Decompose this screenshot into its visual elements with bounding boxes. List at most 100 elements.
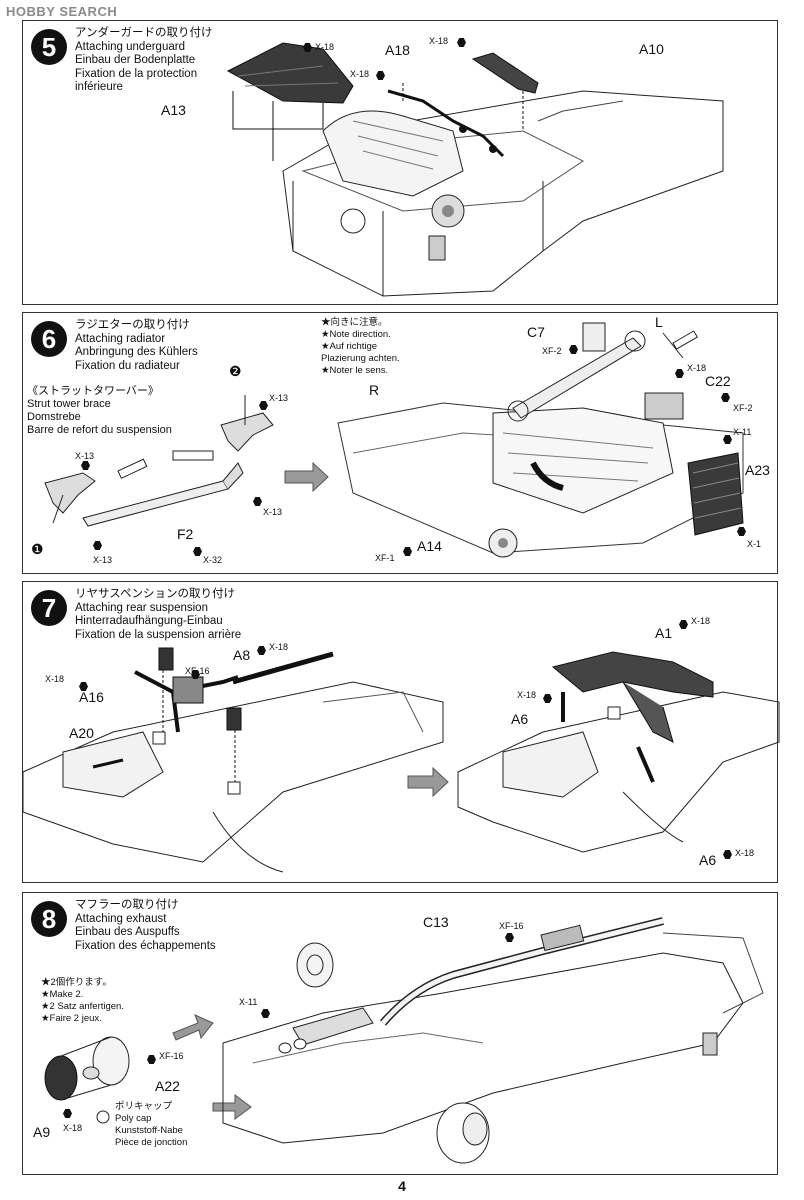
screw-label-x18-5: X-18	[735, 848, 755, 858]
part-label-a8: A8	[233, 647, 251, 663]
screw-label-x11: X-11	[733, 427, 752, 437]
exhaust-illustration	[44, 917, 764, 1164]
direction-note: ★向きに注意。 ★Note direction. ★Auf richtige P…	[321, 317, 400, 377]
screw-label-xf16: XF-16	[185, 666, 210, 676]
step-number-badge: 7	[31, 590, 67, 626]
part-label-c13: C13	[423, 914, 449, 930]
part-label-a16: A16	[79, 689, 104, 705]
part-label-a20: A20	[69, 725, 94, 741]
screw-icon	[93, 541, 102, 550]
part-label-a22: A22	[155, 1078, 180, 1094]
title-fr: Fixation de la suspension arrière	[75, 628, 242, 641]
step-title-block: ラジエターの取り付け Attaching radiator Anbringung…	[75, 319, 198, 373]
screw-icon	[303, 43, 312, 52]
screw-label-x13-3: X-13	[263, 507, 283, 517]
screw-label-x18-3: X-18	[691, 616, 711, 626]
screw-label-x32: X-32	[203, 555, 223, 565]
radiator-illustration	[44, 322, 744, 558]
step-number-badge: 8	[31, 901, 67, 937]
make-fr: ★Faire 2 jeux.	[41, 1013, 102, 1024]
strut-jp: 《ストラットタワーバー》	[27, 385, 159, 397]
step-order-1: ❶	[31, 541, 44, 557]
title-fr: Fixation des échappements	[75, 939, 216, 952]
polycap-en: Poly cap	[115, 1113, 152, 1124]
title-en: Attaching rear suspension	[75, 601, 208, 614]
part-label-l: L	[655, 314, 663, 330]
step-order-2: ❷	[229, 363, 242, 379]
strut-fr: Barre de refort du suspension	[27, 424, 172, 436]
screw-icon	[679, 620, 688, 629]
note-de-1: ★Auf richtige	[321, 341, 378, 352]
screw-label-x18-2: X-18	[350, 69, 370, 79]
step-5-panel: 5 アンダーガードの取り付け Attaching underguard Einb…	[22, 20, 778, 305]
part-label-a23: A23	[745, 462, 770, 478]
screw-icon	[253, 497, 262, 506]
title-fr: Fixation du radiateur	[75, 359, 180, 372]
page-number: 4	[398, 1178, 406, 1194]
screw-label-x18: X-18	[687, 363, 707, 373]
part-label-c22: C22	[705, 373, 731, 389]
screw-icon	[457, 38, 466, 47]
screw-icon	[79, 682, 88, 691]
polycap-note: ポリキャップ Poly cap Kunststoff-Nabe Pièce de…	[115, 1101, 187, 1149]
screw-icon	[723, 435, 732, 444]
step-7-panel: 7 リヤサスペンションの取り付け Attaching rear suspensi…	[22, 581, 780, 883]
polycap-de: Kunststoff-Nabe	[115, 1125, 183, 1136]
screw-icon	[376, 71, 385, 80]
note-fr: ★Noter le sens.	[321, 365, 389, 376]
screw-label-x1: X-1	[747, 539, 762, 549]
part-label-a1: A1	[655, 625, 673, 641]
step-number-badge: 5	[31, 29, 67, 65]
strut-de: Domstrebe	[27, 411, 81, 423]
part-label-a6-1: A6	[511, 711, 529, 727]
screw-icon	[675, 369, 684, 378]
title-jp: マフラーの取り付け	[75, 899, 179, 911]
part-label-a14: A14	[417, 538, 442, 554]
screw-label-x18-2: X-18	[45, 674, 65, 684]
note-en: ★Note direction.	[321, 329, 391, 340]
strut-brace-heading: 《ストラットタワーバー》 Strut tower brace Domstrebe…	[27, 385, 172, 437]
title-de: Hinterradaufhängung-Einbau	[75, 615, 223, 627]
title-de: Einbau des Auspuffs	[75, 926, 180, 938]
make-two-note: ★2個作ります。 ★Make 2. ★2 Satz anfertigen. ★F…	[41, 977, 124, 1025]
screw-icon	[403, 547, 412, 556]
screw-icon	[505, 933, 514, 942]
part-label-a6-2: A6	[699, 852, 717, 868]
make-jp: ★2個作ります。	[41, 977, 112, 988]
screw-icon	[543, 694, 552, 703]
strut-en: Strut tower brace	[27, 398, 111, 410]
make-en: ★Make 2.	[41, 989, 84, 1000]
screw-label-x13-4: X-13	[93, 555, 113, 565]
part-label-c7: C7	[527, 324, 545, 340]
title-de: Einbau der Bodenplatte	[75, 54, 196, 66]
title-jp: ラジエターの取り付け	[75, 319, 190, 331]
step-6-panel: 6 ラジエターの取り付け Attaching radiator Anbringu…	[22, 312, 778, 574]
screw-label-x13-1: X-13	[75, 451, 95, 461]
screw-label-xf16-1: XF-16	[499, 921, 524, 931]
note-de-2: Plazierung achten.	[321, 353, 400, 364]
title-jp: アンダーガードの取り付け	[75, 27, 213, 39]
rear-suspension-illustration	[22, 647, 780, 873]
step-title-block: リヤサスペンションの取り付け Attaching rear suspension…	[75, 588, 241, 642]
screw-icon	[259, 401, 268, 410]
screw-icon	[723, 850, 732, 859]
screw-icon	[261, 1009, 270, 1018]
title-fr-2: inférieure	[75, 81, 123, 93]
part-label-a9: A9	[33, 1124, 51, 1140]
part-label-a18: A18	[385, 42, 410, 58]
screw-label-x13-2: X-13	[269, 393, 289, 403]
screw-icon	[721, 393, 730, 402]
screw-label-xf2-1: XF-2	[542, 346, 562, 356]
polycap-fr: Pièce de jonction	[115, 1137, 188, 1148]
step-title-block: マフラーの取り付け Attaching exhaust Einbau des A…	[75, 899, 216, 953]
screw-label-x18-4: X-18	[517, 690, 537, 700]
part-label-r: R	[369, 382, 380, 398]
title-en: Attaching underguard	[75, 40, 185, 53]
title-en: Attaching exhaust	[75, 912, 167, 925]
step-8-panel: 8 マフラーの取り付け Attaching exhaust Einbau des…	[22, 892, 778, 1175]
title-de: Anbringung des Kühlers	[75, 346, 198, 358]
polycap-jp: ポリキャップ	[115, 1101, 173, 1112]
watermark-logo: HOBBY SEARCH	[6, 4, 118, 19]
screw-label-xf2-2: XF-2	[733, 403, 753, 413]
screw-icon	[147, 1055, 156, 1064]
